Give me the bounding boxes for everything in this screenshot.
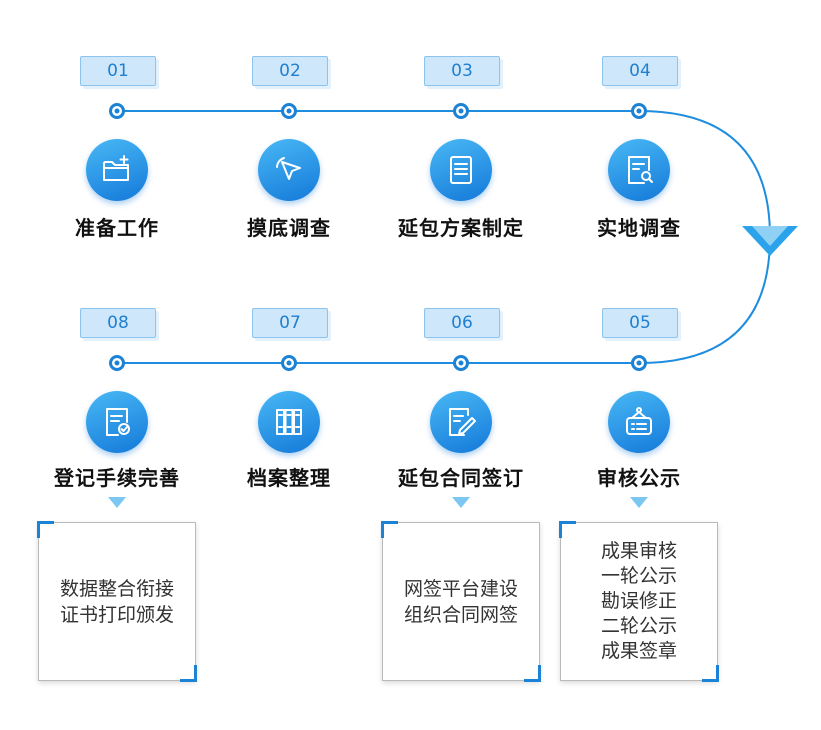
step-label: 延包方案制定 — [398, 216, 524, 240]
node-dot — [453, 355, 469, 371]
step-label: 延包合同签订 — [398, 466, 524, 490]
archive-binders-icon — [276, 409, 302, 435]
detail-line: 成果签章 — [600, 640, 677, 662]
step-number-badge: 06 — [424, 308, 500, 338]
card-corner-accent — [702, 665, 719, 682]
card-corner-accent — [559, 521, 576, 538]
step-label: 登记手续完善 — [54, 466, 180, 490]
step-icon-circle — [258, 139, 320, 201]
step-number-badge: 07 — [252, 308, 328, 338]
card-corner-accent — [37, 521, 54, 538]
step-number-badge: 05 — [602, 308, 678, 338]
node-dot — [109, 103, 125, 119]
step-label: 档案整理 — [247, 466, 331, 490]
down-arrow-icon — [452, 497, 470, 508]
step-icon-circle — [430, 139, 492, 201]
detail-card-step05: 成果审核 一轮公示 勘误修正 二轮公示 成果签章 — [559, 521, 719, 682]
detail-text: 网签平台建设 组织合同网签 — [404, 576, 518, 628]
detail-line: 数据整合衔接 — [59, 577, 174, 600]
down-arrow-icon — [108, 497, 126, 508]
step-icon-circle — [86, 391, 148, 453]
node-dot — [631, 355, 647, 371]
step-number-badge: 01 — [80, 56, 156, 86]
step-number-badge: 03 — [424, 56, 500, 86]
document-check-icon — [106, 408, 130, 436]
document-search-icon — [628, 156, 653, 184]
document-edit-icon — [449, 408, 476, 436]
turn-down-arrow-icon — [742, 226, 798, 256]
detail-line: 组织合同网签 — [403, 603, 518, 626]
step-number-badge: 08 — [80, 308, 156, 338]
detail-text: 成果审核 一轮公示 勘误修正 二轮公示 成果签章 — [601, 539, 677, 664]
detail-card-step08: 数据整合衔接 证书打印颁发 — [37, 521, 197, 682]
document-icon — [450, 156, 472, 184]
step-icon-circle — [430, 391, 492, 453]
node-dot — [453, 103, 469, 119]
step-icon-circle — [258, 391, 320, 453]
notice-board-icon — [626, 407, 652, 435]
step-icon-circle — [608, 139, 670, 201]
step-number-badge: 02 — [252, 56, 328, 86]
detail-line: 成果审核 — [600, 540, 677, 562]
step-label: 摸底调查 — [247, 216, 331, 240]
card-corner-accent — [524, 665, 541, 682]
node-dot — [631, 103, 647, 119]
node-dot — [281, 355, 297, 371]
detail-line: 一轮公示 — [600, 565, 677, 587]
card-corner-accent — [381, 521, 398, 538]
step-number-badge: 04 — [602, 56, 678, 86]
detail-line: 二轮公示 — [600, 615, 677, 637]
cursor-pointer-icon — [276, 157, 301, 180]
detail-line: 网签平台建设 — [403, 577, 518, 600]
detail-line: 证书打印颁发 — [59, 603, 174, 626]
detail-text: 数据整合衔接 证书打印颁发 — [60, 576, 174, 628]
down-arrow-icon — [630, 497, 648, 508]
step-label: 实地调查 — [597, 216, 681, 240]
step-icon-circle — [608, 391, 670, 453]
detail-card-step06: 网签平台建设 组织合同网签 — [381, 521, 541, 682]
node-dot — [109, 355, 125, 371]
detail-line: 勘误修正 — [600, 590, 677, 612]
card-corner-accent — [180, 665, 197, 682]
step-label: 审核公示 — [597, 466, 681, 490]
step-label: 准备工作 — [75, 216, 159, 240]
node-dot — [281, 103, 297, 119]
folder-add-icon — [103, 155, 129, 181]
step-icon-circle — [86, 139, 148, 201]
